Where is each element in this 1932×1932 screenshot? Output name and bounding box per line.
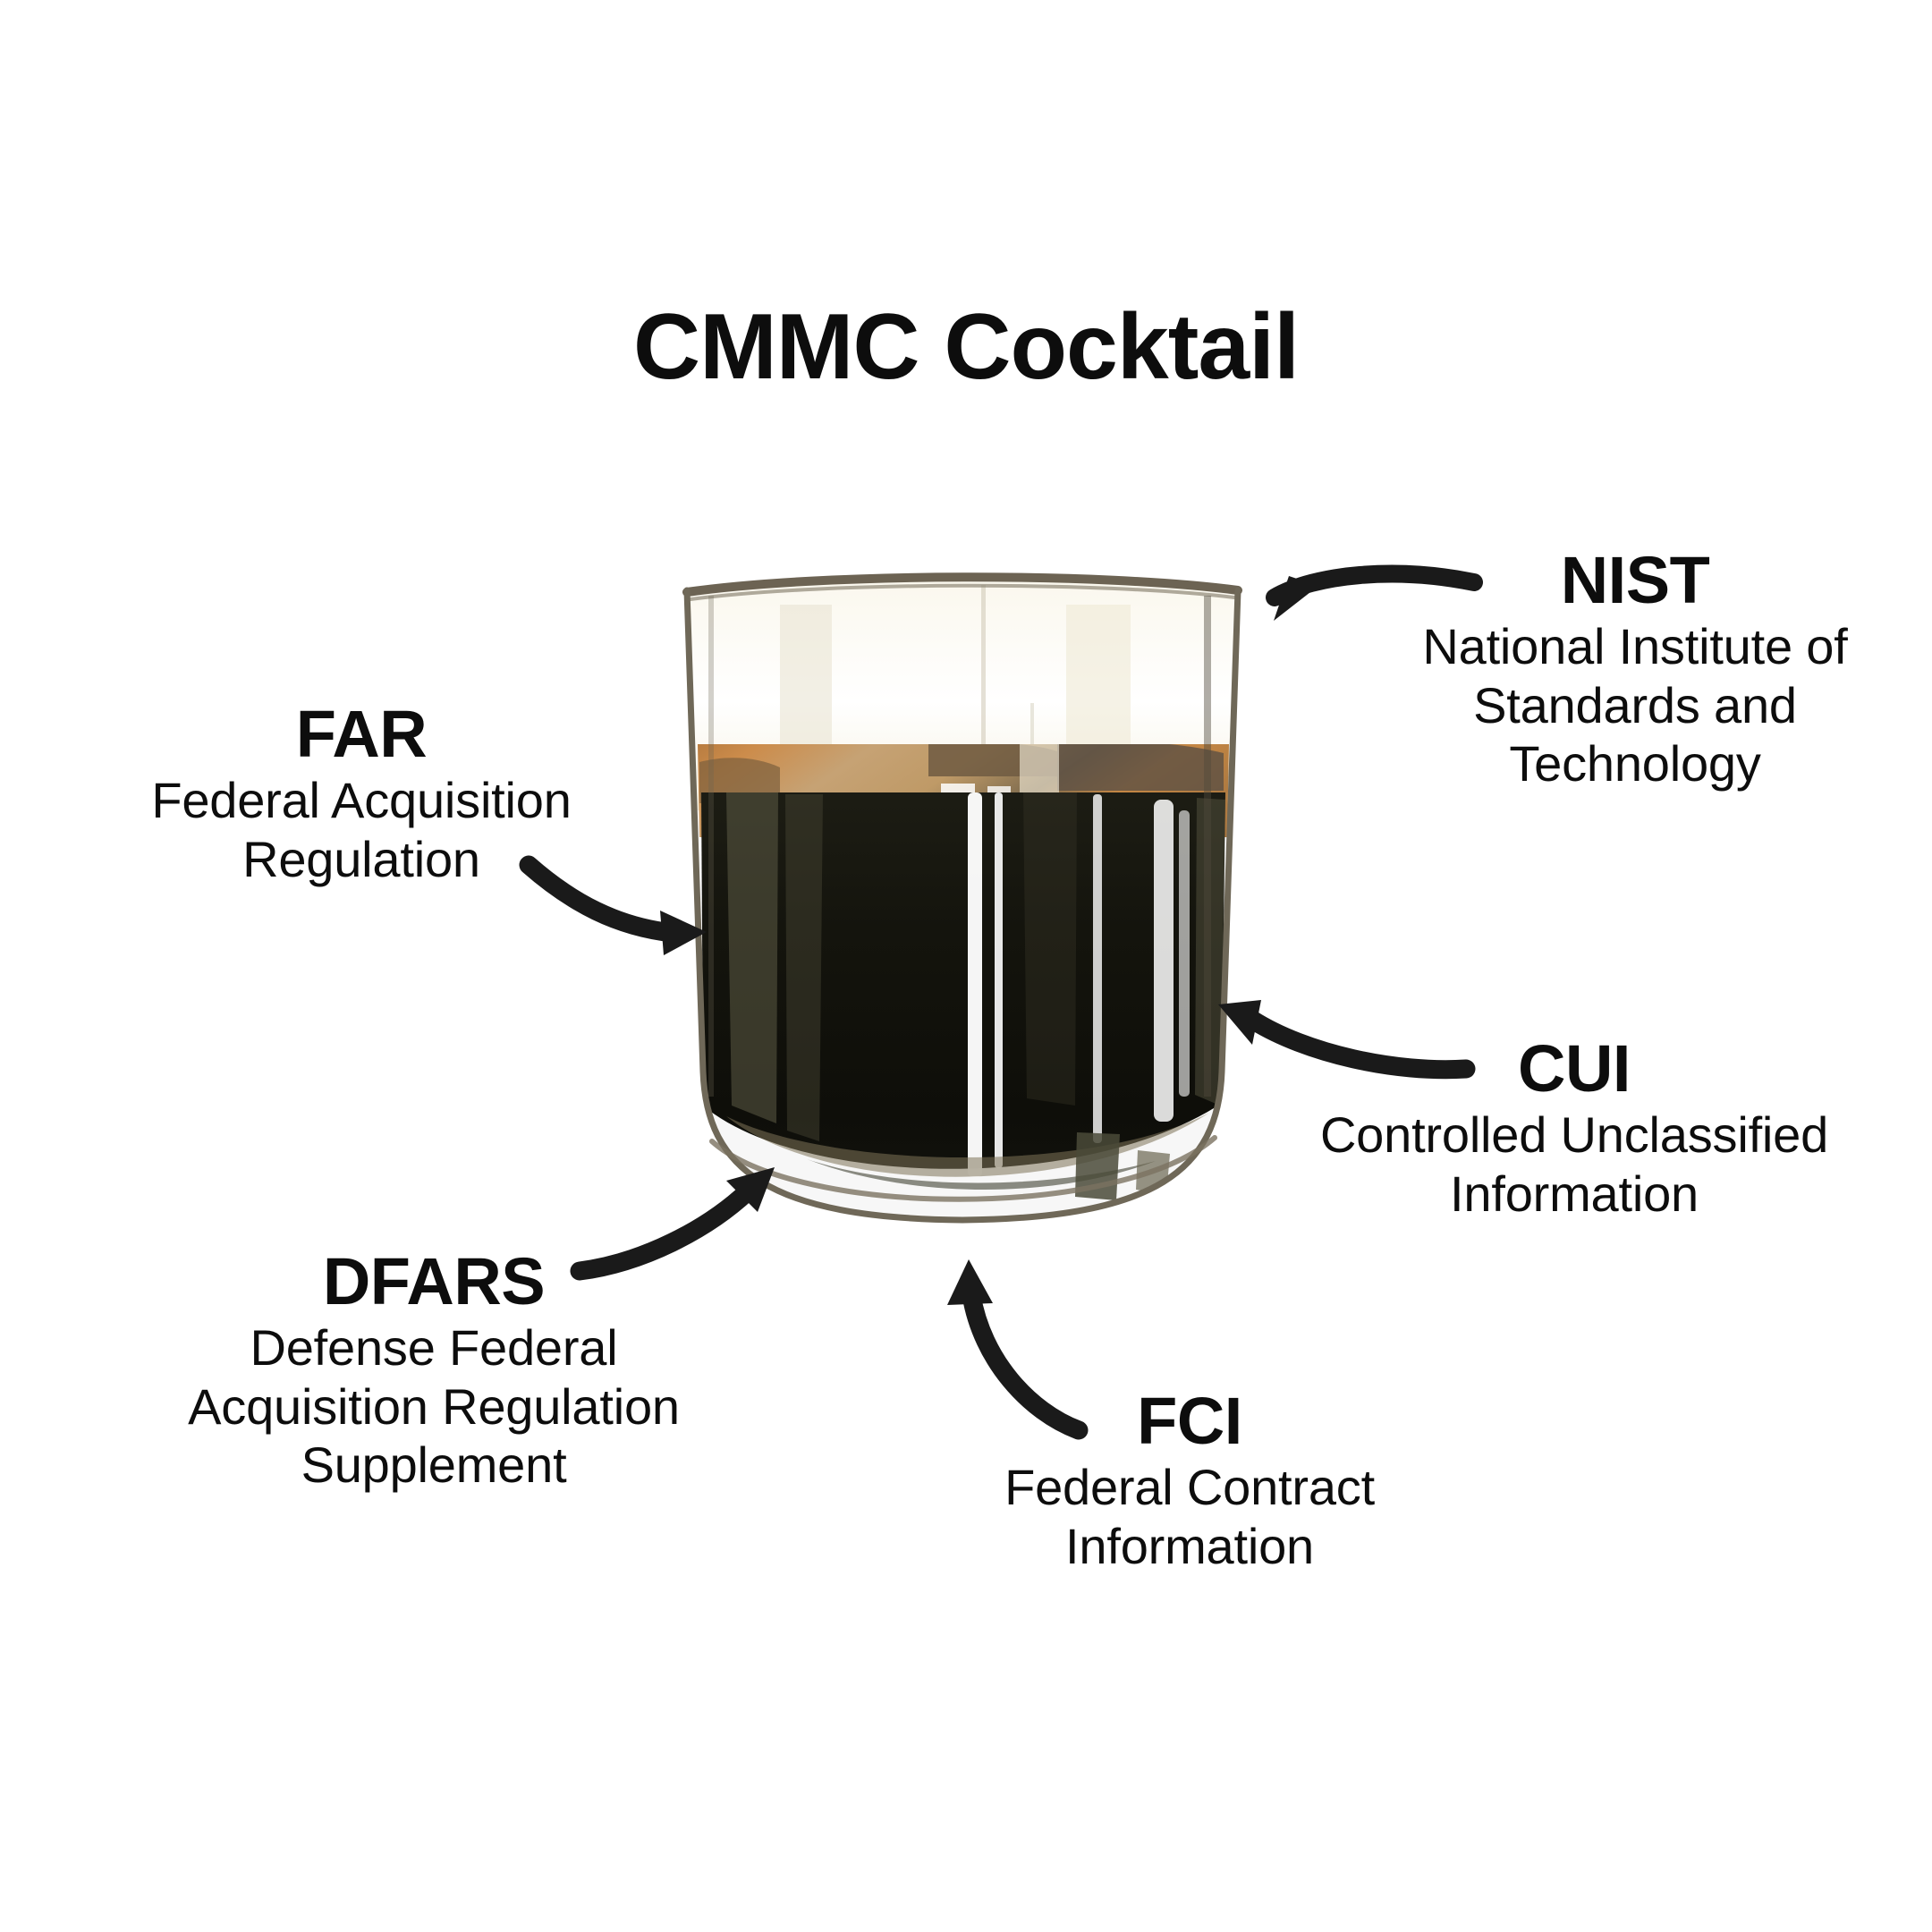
callout-far: FAR Federal Acquisition Regulation (86, 701, 637, 888)
callout-nist: NIST National Institute of Standards and… (1367, 547, 1903, 793)
callout-fci-expansion: Federal Contract Information (1004, 1459, 1375, 1574)
callout-fci-abbr: FCI (1137, 1384, 1242, 1458)
glass-facet-lines (708, 596, 1211, 1097)
cocktail-glass-svg (682, 572, 1242, 1224)
callout-cui: CUI Controlled Unclassified Information (1270, 1036, 1878, 1223)
callout-far-abbr: FAR (295, 697, 428, 771)
callout-dfars: DFARS Defense Federal Acquisition Regula… (134, 1249, 733, 1495)
callout-far-expansion: Federal Acquisition Regulation (151, 772, 572, 887)
callout-cui-expansion: Controlled Unclassified Information (1319, 1106, 1829, 1222)
callout-dfars-expansion: Defense Federal Acquisition Regulation S… (188, 1319, 680, 1494)
callout-dfars-abbr: DFARS (322, 1244, 546, 1318)
cocktail-glass-illustration (673, 569, 1252, 1241)
callout-cui-abbr: CUI (1518, 1031, 1631, 1106)
callout-nist-abbr: NIST (1560, 543, 1710, 617)
callout-nist-expansion: National Institute of Standards and Tech… (1422, 618, 1848, 792)
page-title: CMMC Cocktail (633, 295, 1300, 399)
glass-dark-liquid (701, 792, 1225, 1220)
callout-fci: FCI Federal Contract Information (948, 1388, 1431, 1575)
